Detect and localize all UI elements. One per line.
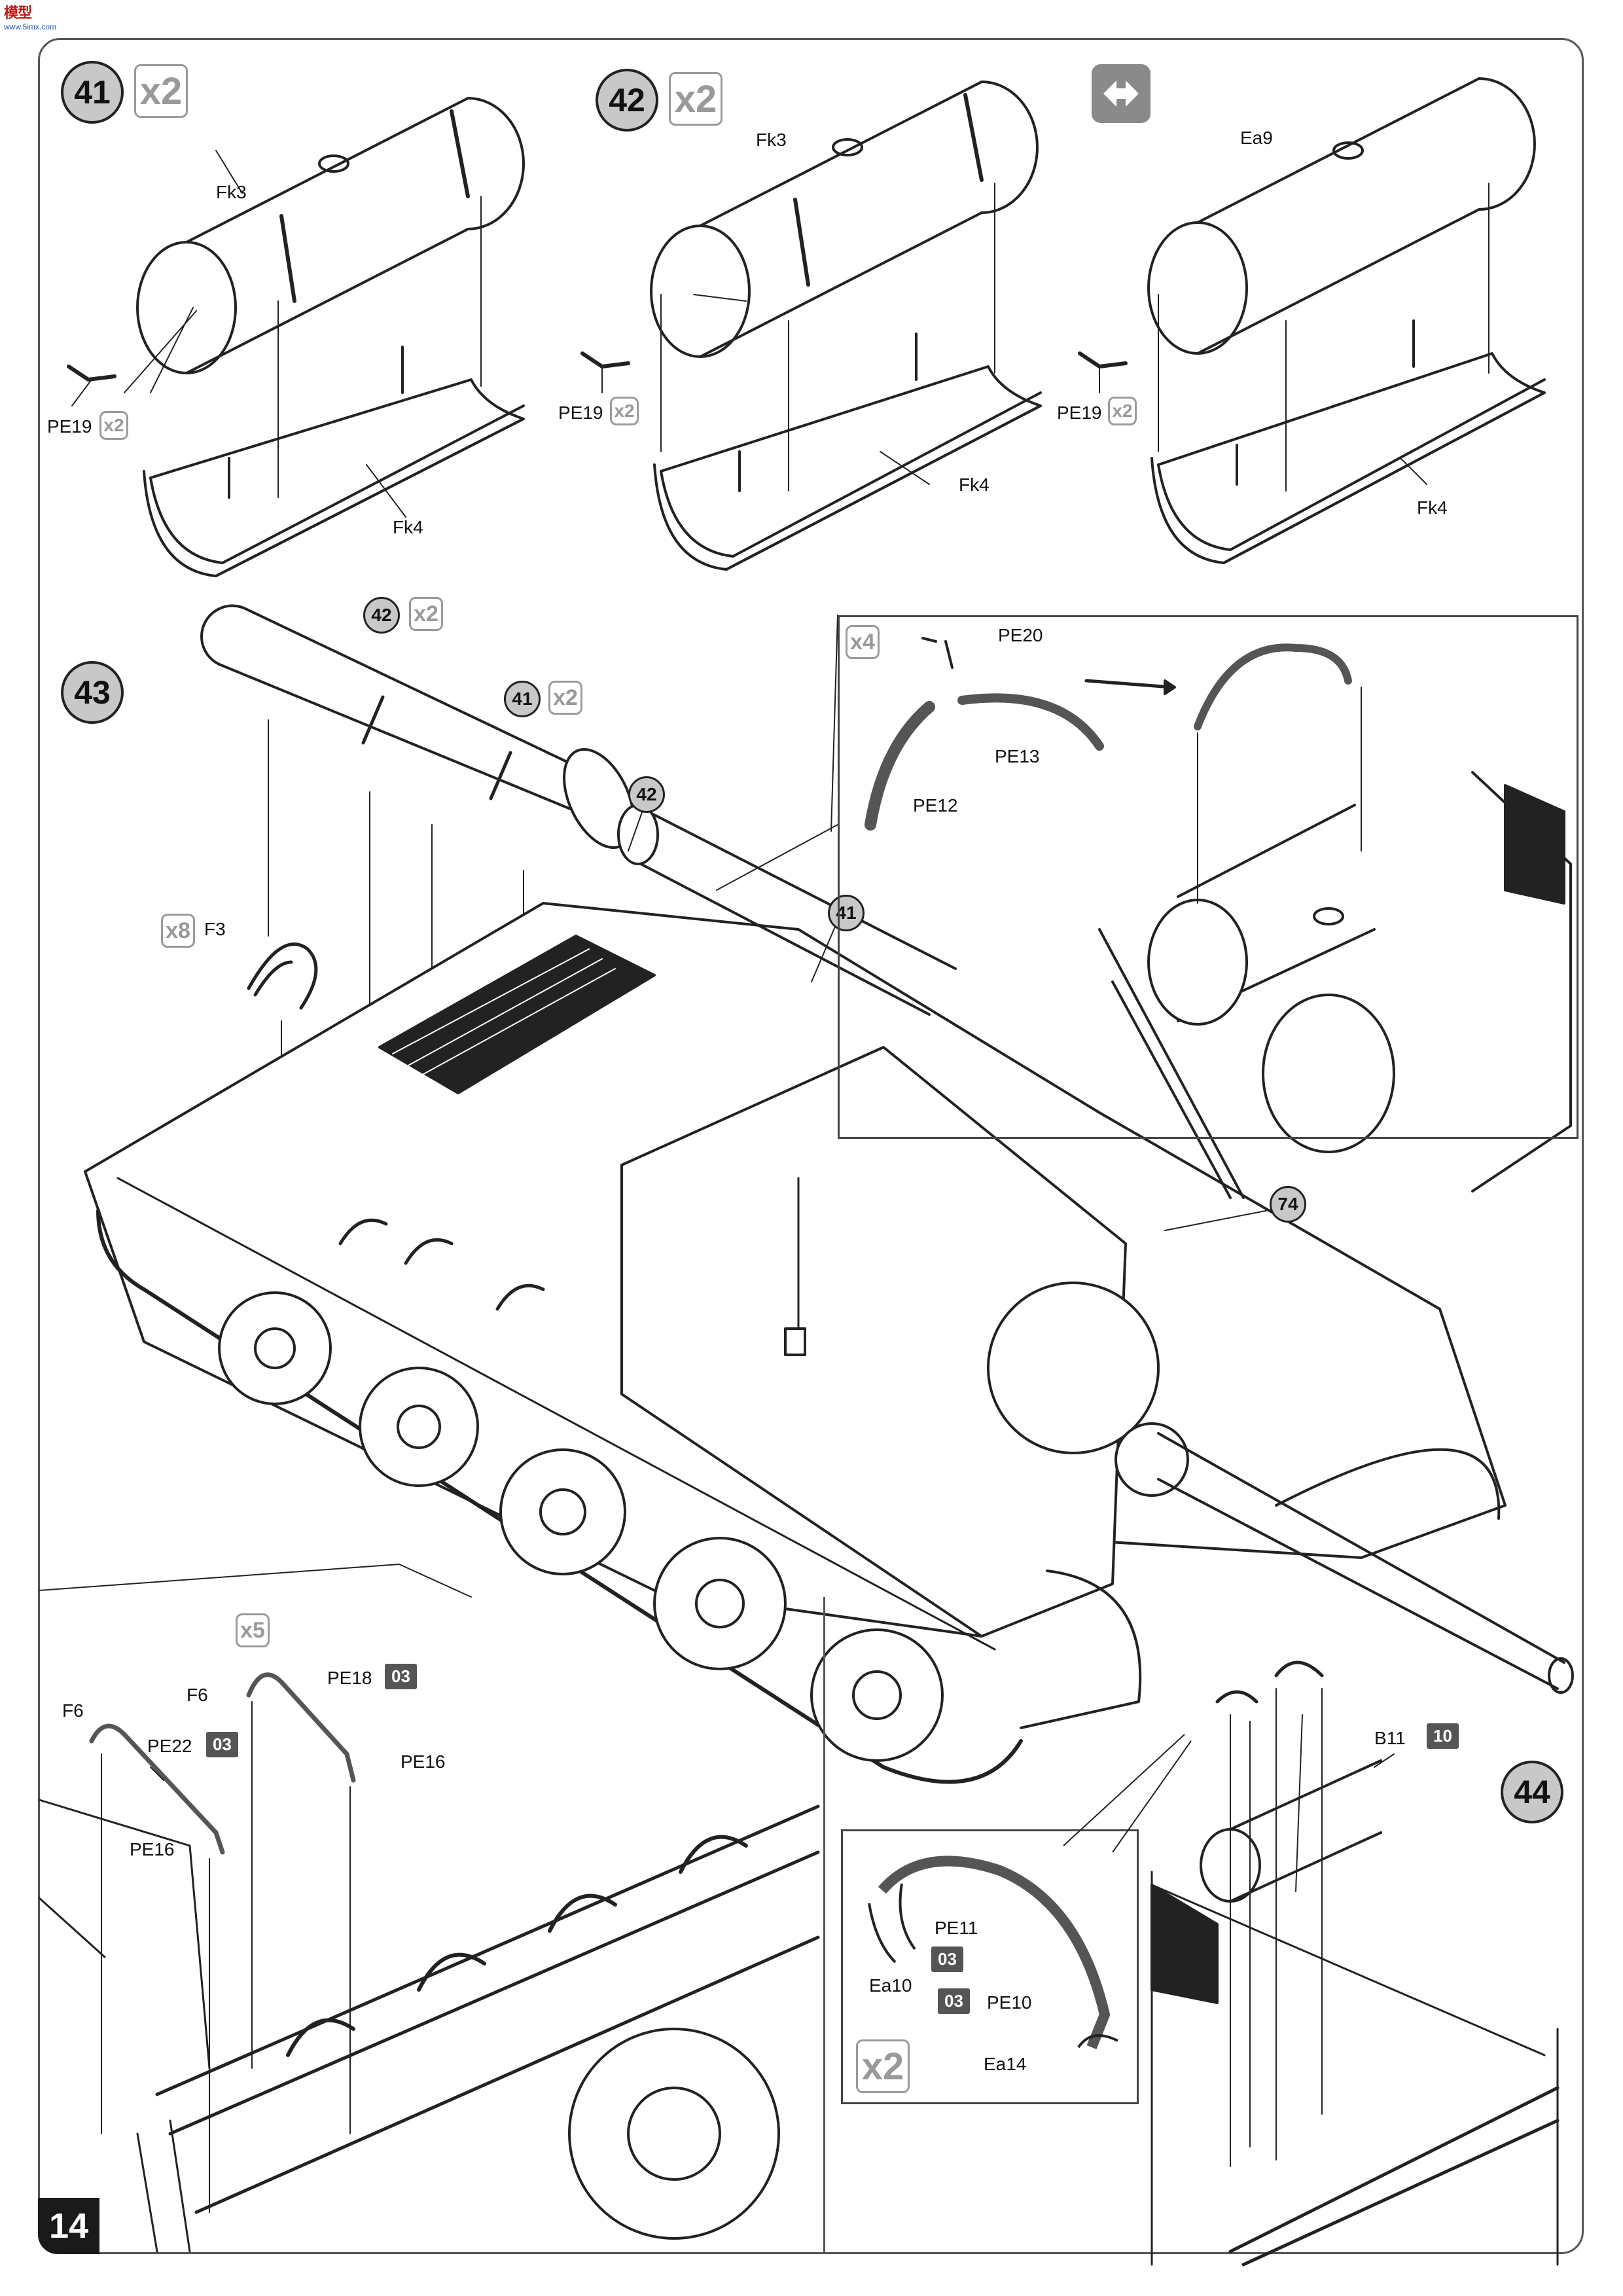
inset-label-pe12: PE12 <box>913 795 958 816</box>
step44-label-b11: B11 <box>1374 1728 1406 1748</box>
pe11-paint-code: 03 <box>931 1946 963 1972</box>
pe18-paint-code: 03 <box>385 1664 417 1689</box>
tank-ref-42-badge: 42 <box>363 597 400 634</box>
pe10-paint-code: 03 <box>938 1988 970 2014</box>
tank-ref-41-badge: 41 <box>504 681 541 717</box>
label-pe16-left: PE16 <box>130 1839 175 1859</box>
double-arrow-icon <box>1103 81 1139 107</box>
step43-hull <box>84 804 1574 1784</box>
step-41-quantity: x2 <box>134 64 188 118</box>
publisher-logo: 模型 www.5imx.com <box>4 1 56 31</box>
inset-strap-drawing <box>868 1856 1118 2049</box>
b11-paint-code: 10 <box>1427 1723 1459 1749</box>
step41-pe19-quantity: x2 <box>99 411 128 440</box>
callout-74-badge: 74 <box>1270 1186 1306 1223</box>
alt-pe19-quantity: x2 <box>1108 397 1137 425</box>
step41-label-fk3: Fk3 <box>216 182 247 202</box>
step-42-quantity: x2 <box>669 72 722 126</box>
inset-detail-drawing <box>865 637 1572 1199</box>
label-pe22: PE22 <box>147 1736 192 1756</box>
step42-label-pe19: PE19 <box>558 403 603 423</box>
step-44-number: 44 <box>1514 1774 1550 1810</box>
detail-inset-top-right <box>838 615 1578 1139</box>
tank-ref-41-quantity: x2 <box>548 681 582 715</box>
inset-quantity: x4 <box>846 625 880 659</box>
alt-label-pe19: PE19 <box>1057 403 1102 423</box>
inset-label-ea14: Ea14 <box>984 2054 1027 2074</box>
bottom-left-detail <box>38 1672 820 2253</box>
step-42-badge: 42 <box>596 69 658 132</box>
step41-label-fk4: Fk4 <box>393 517 423 537</box>
step42-label-fk4: Fk4 <box>959 475 990 495</box>
label-f6-left: F6 <box>62 1700 84 1721</box>
step42-label-fk3: Fk3 <box>756 130 787 150</box>
bottom-left-quantity: x5 <box>236 1613 270 1647</box>
alt-fuel-drum <box>1078 77 1546 564</box>
step41-label-pe19: PE19 <box>47 416 92 437</box>
label-pe18: PE18 <box>327 1668 372 1688</box>
callout-42-badge: 42 <box>628 776 665 813</box>
step-43-number: 43 <box>74 674 111 711</box>
inset-label-ea10: Ea10 <box>869 1975 912 1996</box>
step-41-number: 41 <box>74 74 111 111</box>
label-pe16-right: PE16 <box>401 1751 446 1772</box>
inset-label-pe11: PE11 <box>935 1918 978 1938</box>
step-44-badge: 44 <box>1501 1761 1563 1823</box>
detail-inset-bottom: PE11 03 Ea10 03 PE10 x2 Ea14 <box>841 1829 1139 2104</box>
inset-label-pe13: PE13 <box>995 746 1040 766</box>
step-43-badge: 43 <box>61 661 124 724</box>
step-42-number: 42 <box>609 82 645 118</box>
alt-label-fk4: Fk4 <box>1417 497 1448 518</box>
page-frame <box>38 38 1584 2254</box>
page-number: 14 <box>38 2198 99 2254</box>
step42-fuel-drum <box>580 81 1042 571</box>
strap-f3-quantity: x8 <box>161 914 195 948</box>
alternate-version-icon <box>1092 64 1150 123</box>
label-f6-right: F6 <box>187 1685 208 1705</box>
step44-detail <box>1150 1660 1560 2267</box>
bottom-left-divider <box>823 1597 825 2253</box>
step-41-badge: 41 <box>61 61 124 124</box>
bottom-inset-quantity: x2 <box>856 2039 910 2093</box>
step42-pe19-quantity: x2 <box>610 397 639 425</box>
tank-ref-42-quantity: x2 <box>409 597 443 631</box>
inset-label-pe10: PE10 <box>987 1992 1032 2013</box>
logo-text: 模型 <box>4 5 32 21</box>
step41-fuel-drum <box>67 97 525 577</box>
pe22-paint-code: 03 <box>206 1732 238 1757</box>
inset-label-pe20: PE20 <box>998 625 1043 645</box>
logo-url: www.5imx.com <box>4 22 57 31</box>
strap-label-f3: F3 <box>204 919 226 939</box>
alt-label-ea9: Ea9 <box>1240 128 1273 148</box>
